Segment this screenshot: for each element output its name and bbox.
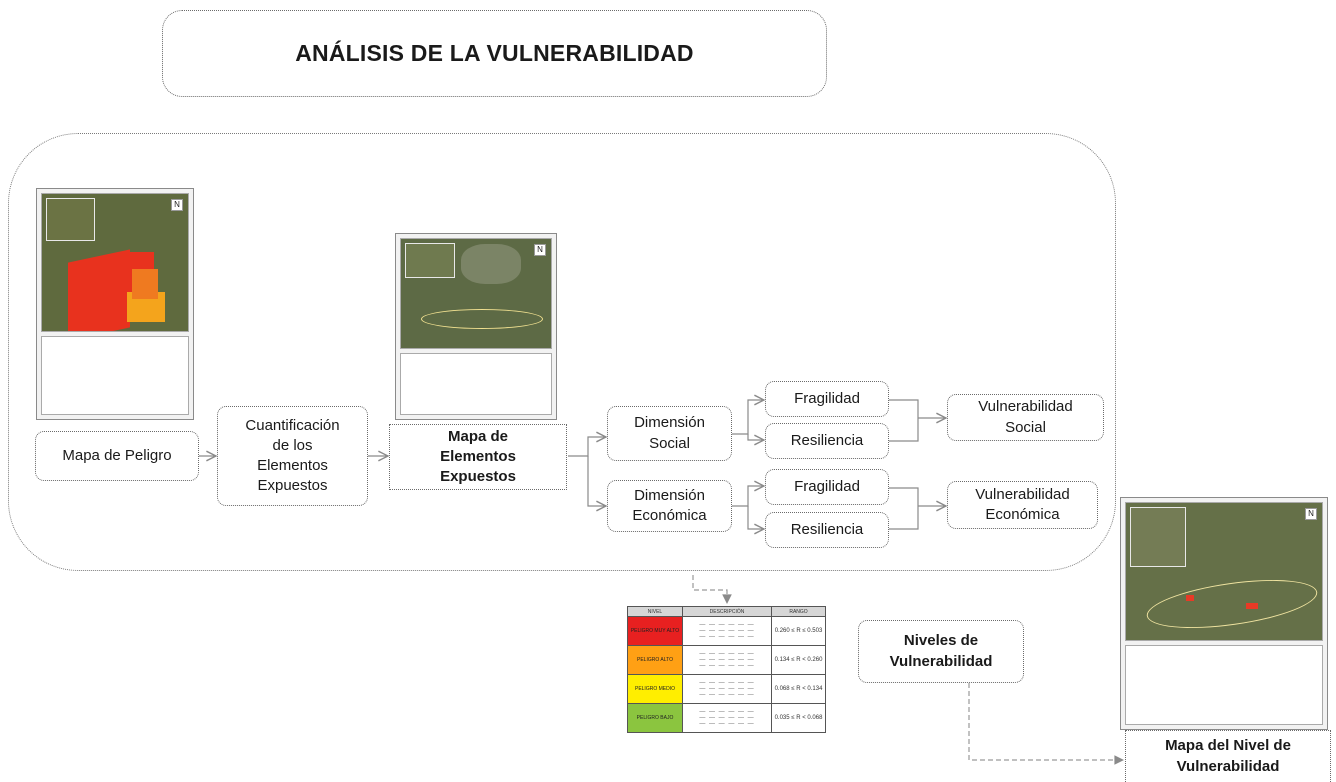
hazard-level-rows: PELIGRO MUY ALTO— — — — — —— — — — — —— … — [627, 616, 826, 733]
mapa-nivel-vulnerabilidad-node: Mapa del Nivel de Vulnerabilidad — [1125, 730, 1331, 782]
table-header-descripcion: DESCRIPCIÓN — [682, 606, 772, 617]
vulnerabilidad-economica-node: Vulnerabilidad Económica — [947, 481, 1098, 529]
rango-cell: 0.260 ≤ R ≤ 0.503 — [771, 616, 826, 646]
table-header-nivel: NIVEL — [627, 606, 683, 617]
table-row: PELIGRO BAJO— — — — — —— — — — — —— — — … — [627, 703, 826, 733]
niveles-vulnerabilidad-node: Niveles de Vulnerabilidad — [858, 620, 1024, 683]
nivel-cell: PELIGRO BAJO — [627, 703, 683, 733]
exposed-elements-map-thumbnail: N — [395, 233, 557, 420]
table-row: PELIGRO MEDIO— — — — — —— — — — — —— — —… — [627, 674, 826, 704]
table-row: PELIGRO MUY ALTO— — — — — —— — — — — —— … — [627, 616, 826, 646]
table-header-rango: RANGO — [771, 606, 826, 617]
dimension-social-node: Dimensión Social — [607, 406, 732, 461]
hazard-level-table: NIVEL DESCRIPCIÓN RANGO PELIGRO MUY ALTO… — [627, 606, 826, 733]
fragilidad-social-node: Fragilidad — [765, 381, 889, 417]
resiliencia-economica-node: Resiliencia — [765, 512, 889, 548]
mapa-elementos-node: Mapa de Elementos Expuestos — [389, 424, 567, 490]
descripcion-cell: — — — — — —— — — — — —— — — — — — — [682, 674, 772, 704]
table-row: PELIGRO ALTO— — — — — —— — — — — —— — — … — [627, 645, 826, 675]
title-box: ANÁLISIS DE LA VULNERABILIDAD — [162, 10, 827, 97]
cuantificacion-node: Cuantificación de los Elementos Expuesto… — [217, 406, 368, 506]
descripcion-cell: — — — — — —— — — — — —— — — — — — — [682, 616, 772, 646]
rango-cell: 0.134 ≤ R < 0.260 — [771, 645, 826, 675]
fragilidad-economica-node: Fragilidad — [765, 469, 889, 505]
vulnerabilidad-social-node: Vulnerabilidad Social — [947, 394, 1104, 441]
analysis-group-container — [8, 133, 1116, 571]
resiliencia-social-node: Resiliencia — [765, 423, 889, 459]
vulnerability-level-map-thumbnail: N — [1120, 497, 1328, 730]
dimension-economica-node: Dimensión Económica — [607, 480, 732, 532]
hazard-map-thumbnail: N — [36, 188, 194, 420]
nivel-cell: PELIGRO ALTO — [627, 645, 683, 675]
nivel-cell: PELIGRO MUY ALTO — [627, 616, 683, 646]
rango-cell: 0.068 ≤ R < 0.134 — [771, 674, 826, 704]
descripcion-cell: — — — — — —— — — — — —— — — — — — — [682, 703, 772, 733]
rango-cell: 0.035 ≤ R < 0.068 — [771, 703, 826, 733]
mapa-peligro-node: Mapa de Peligro — [35, 431, 199, 481]
nivel-cell: PELIGRO MEDIO — [627, 674, 683, 704]
diagram-title: ANÁLISIS DE LA VULNERABILIDAD — [295, 39, 694, 66]
descripcion-cell: — — — — — —— — — — — —— — — — — — — [682, 645, 772, 675]
